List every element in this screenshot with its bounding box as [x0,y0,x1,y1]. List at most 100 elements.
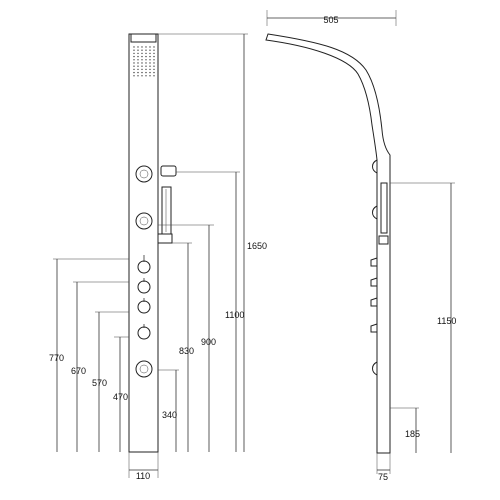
side-knob-3 [370,297,378,307]
nozzle-dot [141,46,143,48]
nozzle-dot [137,65,139,67]
nozzle-dot [133,55,135,58]
nozzle-dot [137,68,139,71]
dim-label-110: 110 [136,471,150,481]
nozzle-dot [145,52,147,55]
nozzle-dot [145,55,147,58]
nozzle-dot [149,46,151,48]
nozzle-dot [137,55,139,58]
side-view: 505 75 1150 185 [265,10,456,482]
nozzle-dot [145,65,147,67]
nozzle-dot [141,68,143,71]
dim-height-770: 770 [49,258,129,452]
nozzle-dot [149,71,151,74]
nozzle-dot [153,46,155,48]
dim-height-340: 340 [158,369,179,452]
dim-height-830: 830 [172,242,194,452]
nozzle-dot [137,62,139,64]
body-jet-top [135,165,153,183]
body-jet-bottom [135,360,153,378]
nozzle-dot [141,65,143,67]
nozzle-dot [153,62,155,64]
rain-shower-nozzles [133,46,155,77]
nozzle-dot [137,49,139,51]
dim-panel-width: 110 [128,452,159,481]
nozzle-dot [141,55,143,58]
control-knob-2 [137,278,151,294]
dim-label-340: 340 [162,410,177,420]
nozzle-dot [137,75,139,77]
dim-height-470: 470 [113,336,129,452]
dim-total-height: 1650 [158,33,267,452]
dim-label-470: 470 [113,392,128,402]
nozzle-dot [153,65,155,67]
nozzle-dot [133,75,135,77]
dim-label-900: 900 [201,337,216,347]
nozzle-dot [153,68,155,71]
side-knob-4 [370,323,378,333]
nozzle-dot [145,71,147,74]
dim-label-670: 670 [71,366,86,376]
side-jet-top [372,159,378,174]
nozzle-dot [133,46,135,48]
nozzle-dot [137,71,139,74]
nozzle-dot [133,65,135,67]
nozzle-dot [149,62,151,64]
control-knob-1 [137,255,151,274]
side-jet-bottom [372,361,378,376]
nozzle-dot [145,68,147,71]
nozzle-dot [153,52,155,55]
nozzle-dot [141,75,143,77]
dim-height-1100: 1100 [176,171,244,452]
dim-height-900: 900 [158,224,216,452]
hand-shower [157,165,177,244]
side-knob-2 [370,277,378,287]
nozzle-dot [137,46,139,48]
front-panel-body [128,33,159,453]
nozzle-dot [141,71,143,74]
nozzle-dot [145,59,147,61]
side-hand-shower [380,182,388,234]
nozzle-dot [149,65,151,67]
side-knob-1 [370,257,378,267]
nozzle-dot [153,55,155,58]
dim-panel-depth: 75 [376,453,391,482]
nozzle-dot [149,52,151,55]
front-view: 110 1650 1100 900 830 340 [49,33,267,481]
nozzle-dot [133,59,135,61]
dim-outlet-depth: 505 [266,10,397,26]
nozzle-dot [153,49,155,51]
dim-label-75: 75 [378,472,388,482]
nozzle-dot [141,59,143,61]
side-panel-profile [265,33,391,454]
dim-label-1150: 1150 [437,316,456,326]
dim-label-505: 505 [323,15,338,25]
side-holder [378,235,389,245]
rain-shower-head [130,33,157,43]
nozzle-dot [133,71,135,74]
dim-label-185: 185 [405,429,420,439]
nozzle-dot [133,68,135,71]
nozzle-dot [149,75,151,77]
dim-height-570: 570 [92,311,129,452]
nozzle-dot [145,62,147,64]
dim-side-height-1150: 1150 [390,182,456,453]
dim-label-770: 770 [49,353,64,363]
nozzle-dot [133,62,135,64]
nozzle-dot [149,55,151,58]
body-jet-middle [135,212,153,230]
nozzle-dot [137,59,139,61]
nozzle-dot [141,52,143,55]
nozzle-dot [149,68,151,71]
nozzle-dot [145,75,147,77]
nozzle-dot [153,75,155,77]
nozzle-dot [153,71,155,74]
nozzle-dot [149,49,151,51]
dim-label-570: 570 [92,378,107,388]
dim-side-height-185: 185 [390,407,420,453]
nozzle-dot [145,46,147,48]
nozzle-dot [133,49,135,51]
dim-label-830: 830 [179,346,194,356]
nozzle-dot [137,52,139,55]
